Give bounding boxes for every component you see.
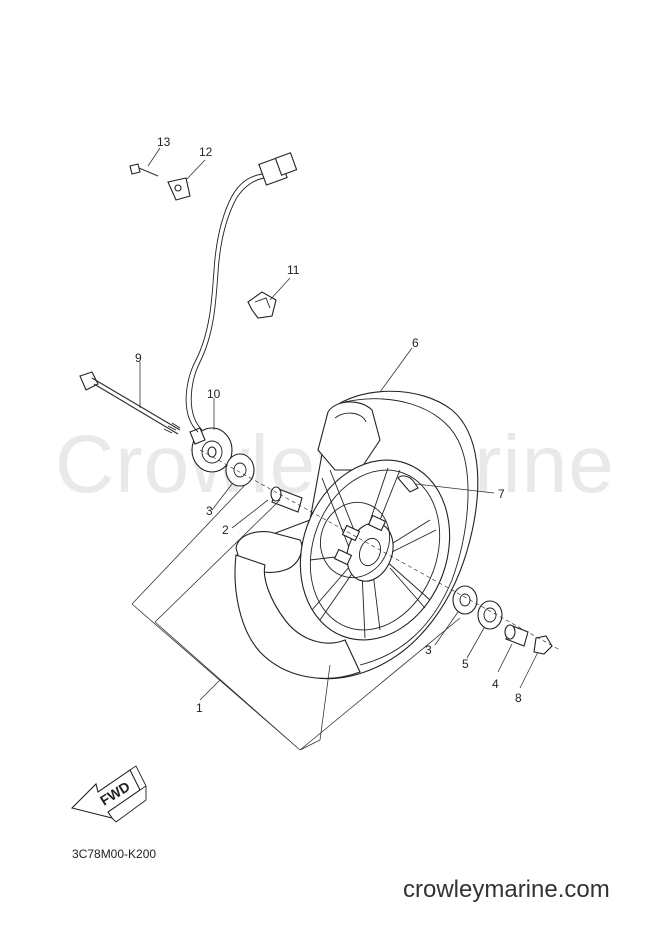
callout-13: 13 bbox=[157, 135, 171, 149]
bearing-left bbox=[225, 453, 255, 487]
speedometer-gear-unit bbox=[189, 427, 233, 473]
callout-3-left: 3 bbox=[206, 504, 213, 518]
valve-stem bbox=[397, 475, 419, 493]
bracket bbox=[167, 177, 191, 201]
wheel-assembly bbox=[234, 390, 479, 680]
collar-right bbox=[504, 624, 529, 647]
tire-front-lower bbox=[234, 554, 361, 679]
callout-12: 12 bbox=[199, 145, 213, 159]
wheel-spokes bbox=[309, 469, 431, 631]
collar-left bbox=[270, 486, 303, 513]
callout-2: 2 bbox=[222, 523, 229, 537]
axle-nut bbox=[533, 635, 553, 655]
assembly-axis bbox=[199, 449, 561, 651]
diagram-code: 3C78M00-K200 bbox=[72, 847, 157, 861]
callout-1: 1 bbox=[196, 701, 203, 715]
callout-8: 8 bbox=[515, 691, 522, 705]
callout-3-right: 3 bbox=[425, 643, 432, 657]
bearing-right bbox=[452, 585, 478, 615]
cable-connector bbox=[258, 152, 298, 186]
callout-10: 10 bbox=[207, 387, 221, 401]
callout-5: 5 bbox=[462, 657, 469, 671]
axle bbox=[79, 371, 181, 435]
callout-7: 7 bbox=[498, 487, 505, 501]
site-url: crowleymarine.com bbox=[403, 876, 610, 903]
bolt bbox=[129, 163, 159, 177]
leader-lines bbox=[131, 147, 539, 751]
callout-9: 9 bbox=[135, 351, 142, 365]
callout-6: 6 bbox=[412, 336, 419, 350]
callout-4: 4 bbox=[492, 677, 499, 691]
callout-11: 11 bbox=[287, 263, 300, 277]
fwd-arrow-icon: FWD bbox=[70, 765, 147, 823]
cable-clamp bbox=[247, 291, 277, 319]
oil-seal bbox=[477, 600, 503, 630]
speedometer-cable bbox=[185, 173, 263, 433]
